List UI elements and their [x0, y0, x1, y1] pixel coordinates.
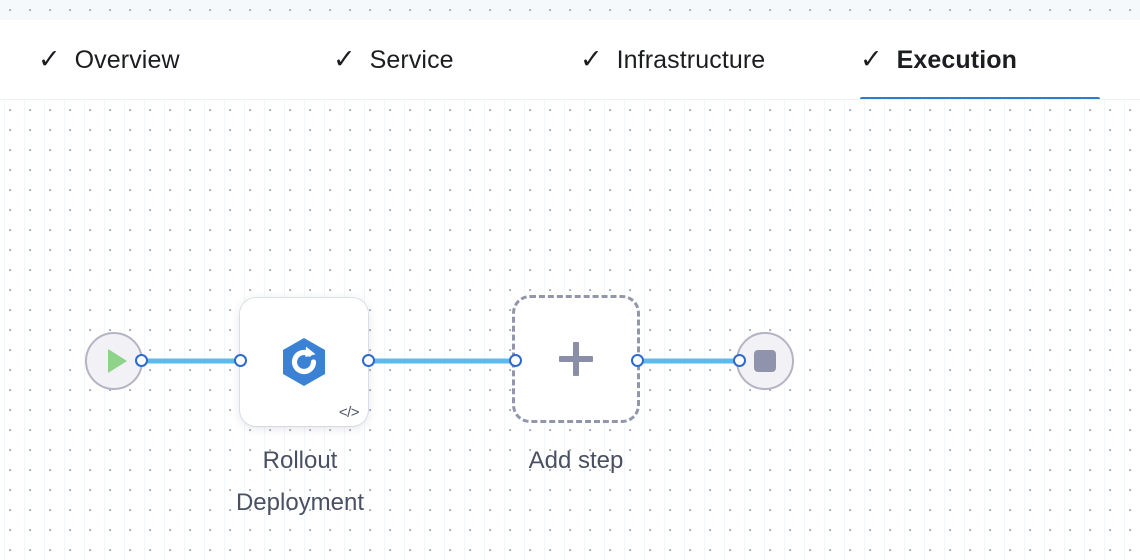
end-node-input-port[interactable] — [733, 354, 746, 367]
pipeline-edges — [139, 358, 742, 364]
add-step-node[interactable] — [512, 295, 640, 423]
tab-label: Infrastructure — [616, 45, 766, 74]
add-step-output-port[interactable] — [631, 354, 644, 367]
rollout-deployment-node[interactable]: </> — [240, 298, 368, 426]
check-icon: ✓ — [580, 43, 603, 74]
stop-icon — [754, 350, 776, 372]
tab-label: Service — [369, 45, 454, 74]
rollout-node-output-port[interactable] — [362, 354, 375, 367]
tab-overview[interactable]: ✓ Overview — [38, 20, 180, 100]
rollout-deployment-label: Rollout Deployment — [235, 447, 365, 516]
rollout-node-input-port[interactable] — [234, 354, 247, 367]
plus-icon — [559, 342, 593, 376]
check-icon: ✓ — [333, 43, 356, 74]
tab-infrastructure[interactable]: ✓ Infrastructure — [580, 20, 765, 100]
add-step-input-port[interactable] — [509, 354, 522, 367]
tab-label: Overview — [74, 45, 180, 74]
pipeline-tab-bar: ✓ Overview ✓ Service ✓ Infrastructure ✓ … — [0, 20, 1140, 102]
play-icon — [107, 349, 127, 373]
check-icon: ✓ — [38, 43, 61, 74]
tab-service[interactable]: ✓ Service — [333, 20, 454, 100]
code-icon: </> — [338, 404, 360, 421]
tab-execution[interactable]: ✓ Execution — [860, 20, 1100, 102]
tab-bar-separator — [0, 99, 1140, 100]
check-icon: ✓ — [860, 43, 883, 74]
add-step-label: Add step — [528, 447, 624, 474]
rollout-deployment-icon — [283, 338, 325, 386]
start-node-output-port[interactable] — [135, 354, 148, 367]
tab-label: Execution — [896, 45, 1017, 74]
canvas-top-sliver — [0, 0, 1140, 20]
start-node[interactable] — [85, 332, 143, 390]
pipeline-canvas[interactable]: </> Rollout Deployment Add step — [0, 100, 1140, 560]
